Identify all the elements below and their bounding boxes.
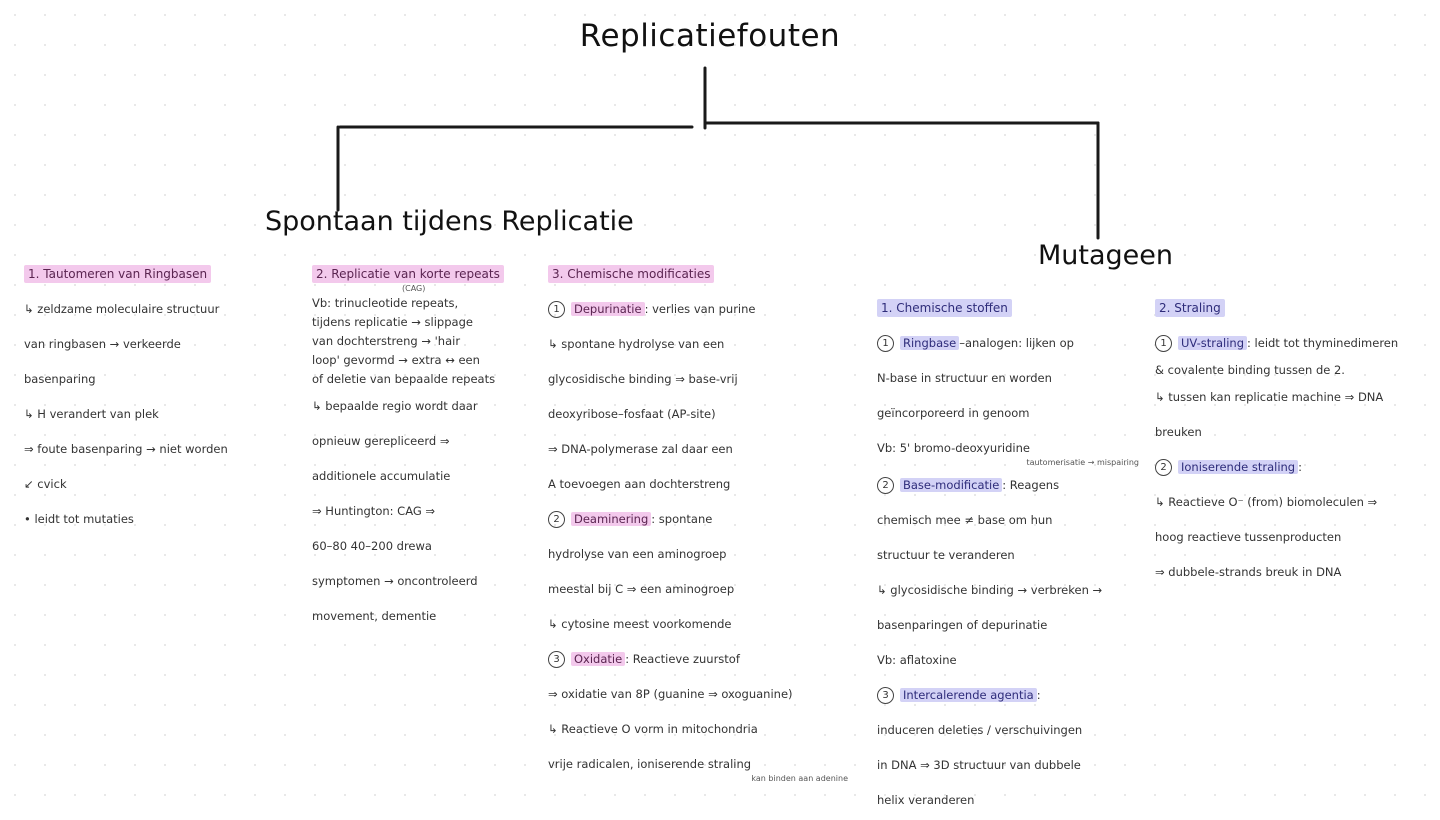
note-line: ↳ bepaalde regio wordt daar [312, 399, 478, 413]
branch-title-spontaneous: Spontaan tijdens Replicatie [265, 206, 634, 237]
item-term: Intercalerende agentia [900, 688, 1037, 702]
item-text: : spontane [651, 512, 713, 526]
note-line: 60–80 40–200 drewa [312, 539, 432, 553]
item-text: : Reactieve zuurstof [625, 652, 740, 666]
column-subheading: (CAG) [402, 284, 426, 293]
note-line: deoxyribose–fosfaat (AP-site) [548, 407, 716, 421]
note-line: Vb: aflatoxine [877, 653, 957, 667]
item-term: Ioniserende straling [1178, 460, 1299, 474]
note-line: in DNA ⇒ 3D structuur van dubbele [877, 758, 1081, 772]
note-item-header: 1 Depurinatie: verlies van purine [548, 292, 848, 327]
item-text: : [1298, 460, 1302, 474]
note-column-c1: 1. Tautomeren van Ringbasen ↳ zeldzame mo… [24, 257, 294, 537]
note-line: N-base in structuur en worden [877, 371, 1052, 385]
note-line: van ringbasen → verkeerde [24, 337, 181, 351]
item-term: Ringbase [900, 336, 960, 350]
note-line: ⇒ oxidatie van 8P (guanine ⇒ oxoguanine) [548, 687, 793, 701]
note-line: ⇒ foute basenparing → niet worden [24, 442, 228, 456]
item-number: 2 [877, 477, 894, 494]
item-term: Deaminering [571, 512, 652, 526]
note-line: basenparingen of depurinatie [877, 618, 1048, 632]
note-line: ⇒ DNA-polymerase zal daar een [548, 442, 733, 456]
note-line: ↳ Reactieve O vorm in mitochondria [548, 722, 758, 736]
note-line: geïncorporeerd in genoom [877, 406, 1030, 420]
note-line: structuur te veranderen [877, 548, 1015, 562]
item-text: : Reagens [1002, 478, 1060, 492]
note-line: additionele accumulatie [312, 469, 451, 483]
note-line: van dochterstreng → 'hair [312, 334, 461, 348]
note-line: opnieuw gerepliceerd ⇒ [312, 434, 450, 448]
note-line: ↳ tussen kan replicatie machine ⇒ DNA [1155, 390, 1384, 404]
note-line: • leidt tot mutaties [24, 512, 134, 526]
note-line: ↳ zeldzame moleculaire structuur [24, 302, 220, 316]
item-annotation: kan binden aan adenine [751, 774, 848, 783]
note-line: ↳ glycosidische binding → verbreken → [877, 583, 1103, 597]
note-column-c4: 1. Chemische stoffen 1 Ringbase–analogen: … [877, 291, 1139, 818]
column-heading: 1. Chemische stoffen [877, 299, 1012, 317]
note-line: vrije radicalen, ioniserende straling [548, 757, 752, 771]
note-line: ↳ spontane hydrolyse van een [548, 337, 725, 351]
item-number: 1 [1155, 335, 1172, 352]
note-line: tijdens replicatie → slippage [312, 315, 473, 329]
note-line: ↳ cytosine meest voorkomende [548, 617, 732, 631]
note-item-header: 2 Deaminering: spontane [548, 502, 848, 537]
note-column-c3: 3. Chemische modificaties 1 Depurinatie: v… [548, 257, 848, 784]
item-term: UV-straling [1178, 336, 1248, 350]
note-line: & covalente binding tussen de 2. [1155, 363, 1345, 377]
note-line: ↙ cvick [24, 477, 67, 491]
note-item-header: 1 UV-straling: leidt tot thyminedimeren [1155, 326, 1435, 361]
note-column-c5: 2. Straling 1 UV-straling: leidt tot thymi… [1155, 291, 1435, 590]
item-term: Depurinatie [571, 302, 645, 316]
note-column-c2: 2. Replicatie van korte repeats(CAG) Vb: … [312, 257, 537, 634]
note-item-header: 2 Base-modificatie: Reagens [877, 468, 1139, 503]
note-line: movement, dementie [312, 609, 437, 623]
note-line: chemisch mee ≠ base om hun [877, 513, 1053, 527]
note-line: ⇒ dubbele-strands breuk in DNA [1155, 565, 1342, 579]
note-line: meestal bij C ⇒ een aminogroep [548, 582, 735, 596]
note-line: helix veranderen [877, 793, 975, 807]
note-line: basenparing [24, 372, 96, 386]
note-line: breuken [1155, 425, 1202, 439]
column-heading: 2. Replicatie van korte repeats [312, 265, 504, 283]
note-line: A toevoegen aan dochterstreng [548, 477, 731, 491]
note-item-header: 2 Ioniserende straling: [1155, 450, 1435, 485]
item-number: 3 [877, 687, 894, 704]
item-number: 2 [548, 511, 565, 528]
note-line: loop' gevormd → extra ↔ een [312, 353, 480, 367]
note-line: ⇒ Huntington: CAG ⇒ [312, 504, 436, 518]
note-line: Vb: 5' bromo-deoxyuridine [877, 441, 1030, 455]
note-line: of deletie van bepaalde repeats [312, 372, 496, 386]
item-text: –analogen: lijken op [959, 336, 1074, 350]
item-number: 2 [1155, 459, 1172, 476]
item-text: : leidt tot thyminedimeren [1247, 336, 1399, 350]
note-line: ↳ Reactieve O⁻ (from) biomoleculen ⇒ [1155, 495, 1378, 509]
item-number: 1 [877, 335, 894, 352]
note-line: glycosidische binding ⇒ base-vrij [548, 372, 738, 386]
note-line: hoog reactieve tussenproducten [1155, 530, 1342, 544]
note-line: symptomen → oncontroleerd [312, 574, 478, 588]
note-item-header: 3 Oxidatie: Reactieve zuurstof [548, 642, 848, 677]
item-number: 3 [548, 651, 565, 668]
note-item-header: 3 Intercalerende agentia: [877, 678, 1139, 713]
note-line: ↳ H verandert van plek [24, 407, 159, 421]
column-heading: 3. Chemische modificaties [548, 265, 715, 283]
item-text: : [1036, 688, 1041, 702]
note-item-header: 1 Ringbase–analogen: lijken op [877, 326, 1139, 361]
diagram-title: Replicatiefouten [579, 18, 841, 54]
column-heading: 1. Tautomeren van Ringbasen [24, 265, 212, 283]
item-annotation: tautomerisatie → mispairing [1026, 458, 1139, 467]
item-number: 1 [548, 301, 565, 318]
item-text: : verlies van purine [644, 302, 756, 316]
branch-title-mutagen: Mutageen [1038, 240, 1174, 271]
note-line: hydrolyse van een aminogroep [548, 547, 727, 561]
note-line: Vb: trinucleotide repeats, [312, 296, 459, 310]
note-line: induceren deleties / verschuivingen [877, 723, 1083, 737]
column-heading: 2. Straling [1155, 299, 1225, 317]
item-term: Oxidatie [571, 652, 626, 666]
item-term: Base-modificatie [900, 478, 1003, 492]
